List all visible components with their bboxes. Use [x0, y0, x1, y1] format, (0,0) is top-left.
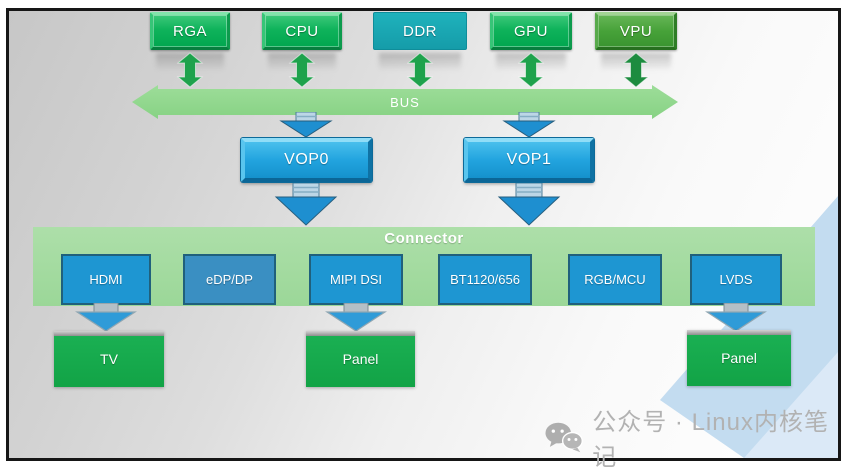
block-gpu: GPU: [490, 12, 572, 50]
double-arrow-ddr-bus-icon: [406, 52, 434, 88]
output-tv-cap: [54, 331, 164, 336]
output-panel-lvds-label: Panel: [721, 350, 757, 366]
interface-hdmi: HDMI: [61, 254, 151, 305]
arrow-hdmi-to-tv-icon: [75, 303, 137, 332]
interface-lvds: LVDS: [690, 254, 782, 305]
arrow-bus-to-vop1-icon: [502, 112, 556, 138]
arrow-mipi-to-panel-icon: [325, 303, 387, 332]
block-vpu: VPU: [595, 12, 677, 50]
interface-bt1120-656-label: BT1120/656: [450, 272, 520, 287]
block-ddr: DDR: [373, 12, 467, 50]
double-arrow-cpu-bus-icon: [288, 52, 316, 88]
block-gpu-label: GPU: [513, 22, 548, 40]
bus-bar: [132, 85, 678, 119]
interface-mipi-dsi: MIPI DSI: [309, 254, 403, 305]
block-vop0-label: VOP0: [284, 151, 329, 168]
block-vop0: VOP0: [241, 138, 372, 182]
arrow-bus-to-vop0-icon: [279, 112, 333, 138]
interface-edp-dp: eDP/DP: [183, 254, 276, 305]
arrow-lvds-to-panel-icon: [705, 303, 767, 332]
block-cpu: CPU: [262, 12, 342, 50]
bus-label: BUS: [390, 94, 420, 110]
output-panel-lvds-cap: [687, 330, 791, 335]
arrow-vop1-to-connector-icon: [497, 183, 561, 226]
interface-edp-dp-label: eDP/DP: [206, 272, 253, 287]
double-arrow-gpu-bus-icon: [517, 52, 545, 88]
output-panel-lvds: Panel: [687, 330, 791, 386]
interface-hdmi-label: HDMI: [89, 272, 123, 287]
interface-bt1120-656: BT1120/656: [438, 254, 532, 305]
double-arrow-vpu-bus-icon: [622, 52, 650, 88]
watermark-text: 公众号 · Linux内核笔记: [592, 409, 829, 469]
connector-band: [33, 227, 815, 306]
block-vop1-label: VOP1: [506, 151, 552, 168]
wechat-icon: [545, 422, 583, 453]
block-cpu-label: CPU: [285, 22, 319, 40]
block-vpu-label: VPU: [619, 22, 653, 40]
arrow-vop0-to-connector-icon: [274, 183, 338, 226]
interface-rgb-mcu: RGB/MCU: [568, 254, 662, 305]
block-rga-label: RGA: [172, 22, 207, 40]
output-panel-mipi-label: Panel: [342, 351, 379, 367]
double-arrow-rga-bus-icon: [176, 52, 204, 88]
interface-mipi-dsi-label: MIPI DSI: [329, 272, 382, 287]
output-tv: TV: [54, 331, 164, 387]
block-ddr-label: DDR: [403, 22, 437, 40]
watermark: 公众号 · Linux内核笔记: [544, 409, 849, 469]
output-tv-label: TV: [100, 351, 118, 367]
connector-title: Connector: [384, 230, 464, 247]
block-vop1: VOP1: [464, 138, 594, 182]
output-panel-mipi-cap: [306, 331, 415, 336]
block-rga: RGA: [150, 12, 230, 50]
output-panel-mipi: Panel: [306, 331, 415, 387]
interface-lvds-label: LVDS: [719, 272, 753, 287]
interface-rgb-mcu-label: RGB/MCU: [584, 272, 646, 287]
